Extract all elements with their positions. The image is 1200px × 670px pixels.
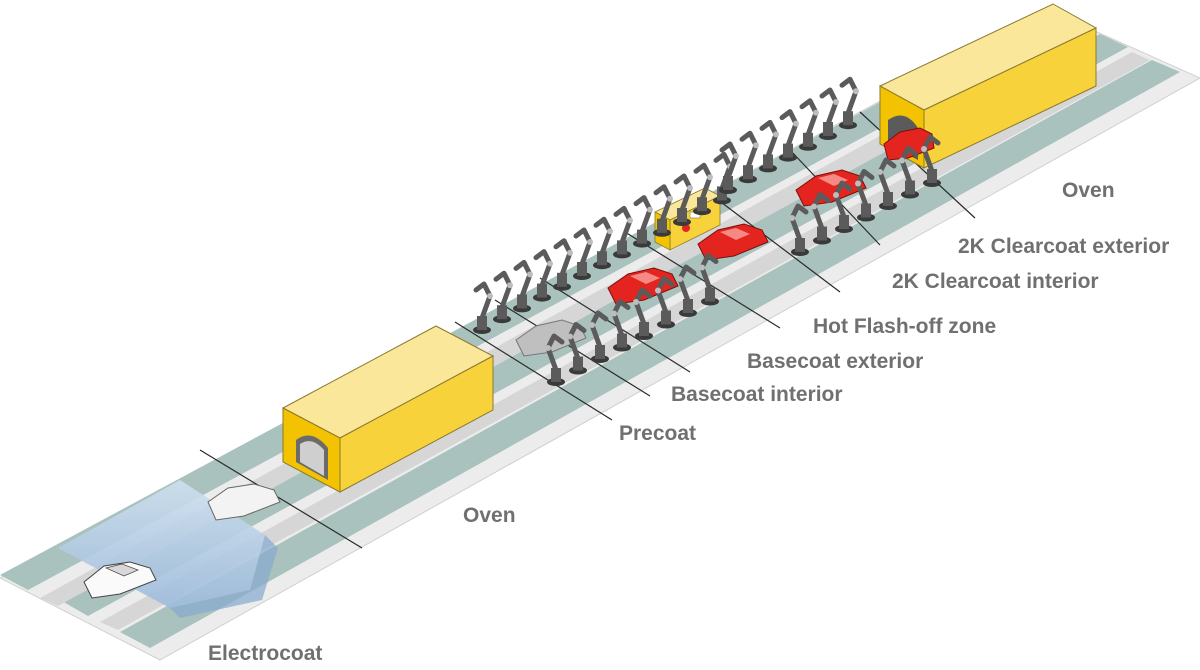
- car-body-icon: [207, 483, 281, 521]
- industrial-robot-arm-icon: [799, 98, 819, 151]
- label-clearcoat-exterior: 2K Clearcoat exterior: [958, 235, 1169, 258]
- car-body-icon: [607, 267, 679, 305]
- car-body-icon: [83, 561, 157, 599]
- industrial-robot-arm-icon: [719, 141, 739, 194]
- robot-group: [473, 76, 941, 386]
- industrial-robot-arm-icon: [839, 76, 859, 130]
- industrial-robot-arm-icon: [513, 259, 533, 313]
- industrial-robot-arm-icon: [493, 270, 513, 324]
- industrial-robot-arm-icon: [819, 87, 839, 140]
- industrial-robot-arm-icon: [653, 184, 673, 237]
- rail-right: [120, 60, 1180, 648]
- label-clearcoat-interior: 2K Clearcoat interior: [892, 270, 1099, 293]
- zone-divider-lines: [199, 111, 976, 549]
- label-oven-second: Oven: [1062, 179, 1115, 202]
- industrial-robot-arm-icon: [673, 173, 693, 226]
- industrial-robot-arm-icon: [759, 119, 779, 173]
- label-basecoat-interior: Basecoat interior: [671, 383, 843, 406]
- oven-tunnel-icon: [281, 325, 495, 493]
- industrial-robot-arm-icon: [633, 195, 653, 248]
- industrial-robot-arm-icon: [567, 322, 587, 375]
- industrial-robot-arm-icon: [899, 146, 919, 199]
- industrial-robot-arm-icon: [655, 276, 675, 329]
- industrial-robot-arm-icon: [811, 192, 831, 245]
- zone-labels: Electrocoat Oven Precoat Basecoat interi…: [208, 179, 1169, 665]
- industrial-robot-arm-icon: [877, 157, 897, 210]
- industrial-robot-arm-icon: [553, 238, 573, 291]
- industrial-robot-arm-icon: [855, 169, 875, 222]
- industrial-robot-arm-icon: [593, 216, 613, 270]
- rail-left: [0, 14, 1070, 590]
- industrial-robot-arm-icon: [833, 180, 853, 233]
- industrial-robot-arm-icon: [921, 134, 941, 187]
- industrial-robot-arm-icon: [473, 281, 493, 334]
- industrial-robot-arm-icon: [789, 203, 809, 256]
- industrial-robot-arm-icon: [739, 130, 759, 184]
- industrial-robot-arm-icon: [573, 227, 593, 280]
- industrial-robot-arm-icon: [677, 264, 697, 317]
- label-hot-flash-off: Hot Flash-off zone: [813, 315, 996, 338]
- industrial-robot-arm-icon: [633, 287, 653, 340]
- label-oven-first: Oven: [463, 504, 516, 527]
- label-electrocoat: Electrocoat: [208, 642, 322, 665]
- industrial-robot-arm-icon: [699, 253, 719, 306]
- industrial-robot-arm-icon: [545, 333, 565, 386]
- industrial-robot-arm-icon: [533, 249, 553, 302]
- label-basecoat-exterior: Basecoat exterior: [747, 350, 923, 373]
- car-body-icon: [697, 223, 769, 261]
- industrial-robot-arm-icon: [613, 205, 633, 259]
- industrial-robot-arm-icon: [611, 299, 631, 352]
- industrial-robot-arm-icon: [589, 310, 609, 363]
- industrial-robot-arm-icon: [693, 162, 713, 216]
- label-precoat: Precoat: [619, 422, 696, 445]
- industrial-robot-arm-icon: [779, 109, 799, 162]
